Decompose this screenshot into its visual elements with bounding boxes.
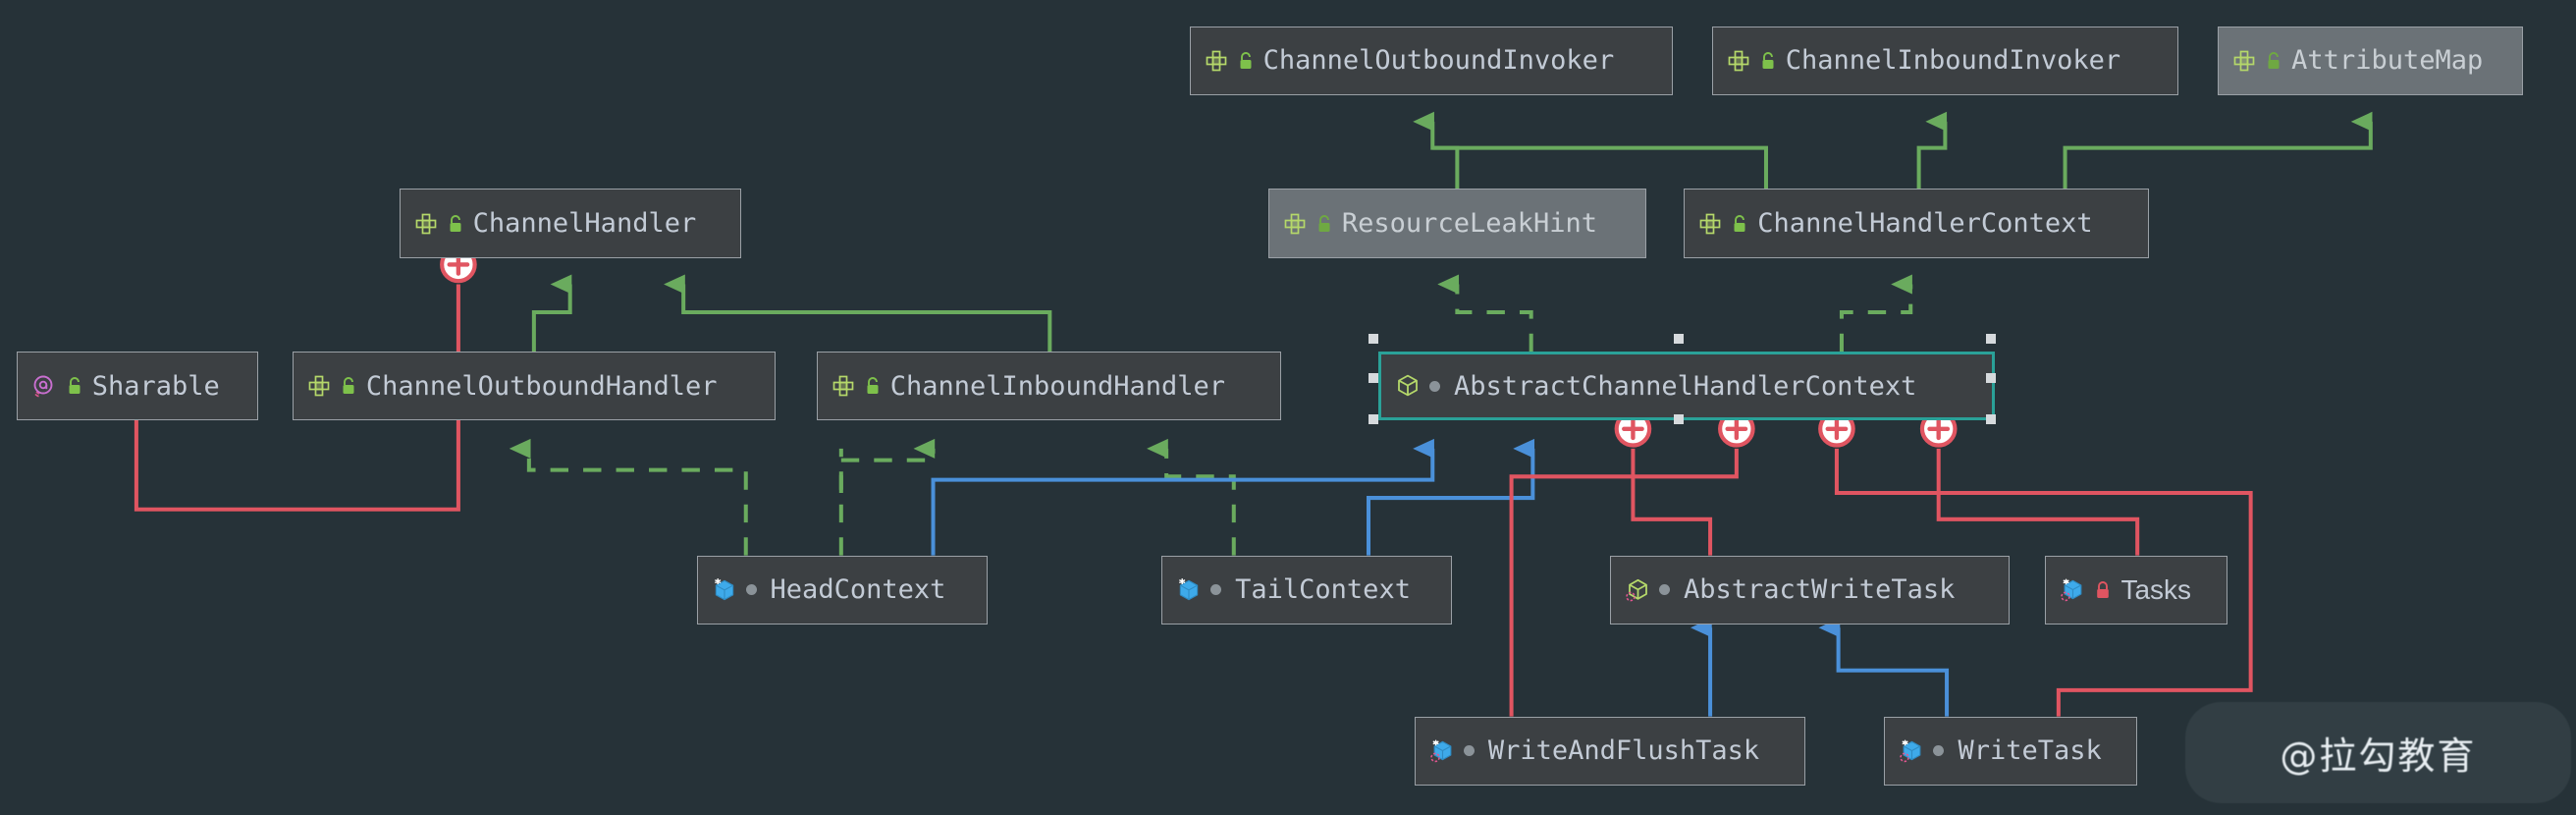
node-channelhandlercontext[interactable]: ChannelHandlerContext [1684, 189, 2149, 258]
interface-icon [414, 212, 438, 236]
edge-resourceleakhint-extends-channeloutboundinvoker [1432, 145, 1460, 190]
edge-channeloutboundhandler-extends-channelhandler [531, 274, 572, 353]
node-label: TailContext [1235, 574, 1411, 606]
node-abstractwritetask[interactable]: AbstractWriteTask [1610, 555, 2010, 625]
selection-handle[interactable] [1674, 333, 1685, 344]
edge-channelhandlercontext-extends-attributemap [2063, 111, 2373, 190]
final-inner-class-icon [2060, 577, 2085, 603]
node-abstractchannelhandlercontext[interactable]: AbstractChannelHandlerContext [1378, 352, 1995, 421]
node-writetask[interactable]: WriteTask [1884, 716, 2138, 786]
interface-icon [2232, 49, 2256, 73]
node-label: AbstractChannelHandlerContext [1454, 370, 1917, 402]
interface-icon [307, 374, 331, 398]
node-headcontext[interactable]: HeadContext [696, 555, 988, 625]
member-dot [745, 584, 757, 596]
edge-writetask-extends-abstractwritetask [1818, 618, 1950, 717]
final-class-icon [712, 577, 737, 603]
annotation-icon [31, 373, 57, 399]
node-label: HeadContext [770, 574, 946, 606]
node-label: WriteAndFlushTask [1487, 735, 1760, 767]
final-class-icon [1176, 577, 1202, 603]
edge-headcontext-extends-abstractchannelhandlercontext [931, 438, 1435, 556]
interface-icon [1727, 49, 1750, 73]
node-label: ChannelHandler [472, 208, 697, 240]
lock-private-icon [2094, 580, 2112, 600]
node-label: ResourceLeakHint [1341, 208, 1597, 240]
node-channelhandler[interactable]: ChannelHandler [399, 189, 741, 258]
member-dot [1210, 584, 1222, 596]
edge-abstractwritetask-innerclass-abstractchannelhandlercontext [1617, 412, 1713, 556]
member-dot [1933, 745, 1945, 757]
final-inner-class-icon [1899, 738, 1924, 764]
lock-public-icon [1315, 214, 1333, 234]
node-channelinboundinvoker[interactable]: ChannelInboundInvoker [1711, 26, 2178, 96]
edge-tasks-innerclass-abstractchannelhandlercontext [1922, 412, 2140, 556]
node-writeandflushtask[interactable]: WriteAndFlushTask [1414, 716, 1806, 786]
edge-channelhandlercontext-extends-channelinboundinvoker [1916, 111, 1948, 190]
edge-headcontext-implements-channelinboundhandler [838, 438, 936, 556]
edge-abstractchannelhandlercontext-implements-channelhandlercontext [1839, 274, 1913, 353]
node-resourceleakhint[interactable]: ResourceLeakHint [1267, 189, 1646, 258]
edge-headcontext-implements-channeloutboundhandler [509, 438, 748, 556]
node-label: AbstractWriteTask [1684, 574, 1956, 606]
edge-channelhandlercontext-extends-channeloutboundinvoker [1413, 111, 1768, 190]
interface-icon [1283, 212, 1307, 236]
node-label: Sharable [91, 370, 220, 402]
selection-handle[interactable] [1368, 333, 1379, 344]
lock-public-icon [340, 376, 357, 396]
node-label: ChannelHandlerContext [1757, 208, 2093, 240]
lock-public-icon [1759, 51, 1777, 71]
node-sharable[interactable]: Sharable [16, 352, 258, 421]
edge-channelinboundhandler-extends-channelhandler [664, 274, 1052, 353]
node-label: ChannelInboundInvoker [1785, 45, 2121, 77]
member-dot [1463, 745, 1475, 757]
lock-public-icon [2265, 51, 2282, 71]
node-label: WriteTask [1958, 735, 2102, 767]
lock-public-icon [1731, 214, 1748, 234]
edge-tailcontext-implements-channelinboundhandler [1147, 438, 1236, 556]
node-channeloutboundhandler[interactable]: ChannelOutboundHandler [292, 352, 776, 421]
selection-handle[interactable] [1368, 413, 1379, 424]
edge-abstractchannelhandlercontext-implements-resourceleakhint [1437, 274, 1533, 353]
edge-tailcontext-extends-abstractchannelhandlercontext [1366, 438, 1535, 556]
watermark: @拉勾教育 [2184, 701, 2571, 804]
node-tasks[interactable]: Tasks [2045, 555, 2228, 625]
node-label: ChannelOutboundInvoker [1262, 45, 1615, 77]
node-label: ChannelOutboundHandler [365, 370, 718, 402]
lock-public-icon [1237, 51, 1255, 71]
node-channeloutboundinvoker[interactable]: ChannelOutboundInvoker [1189, 26, 1673, 96]
member-dot [1659, 584, 1670, 596]
final-inner-class-icon [1429, 738, 1455, 764]
abstract-class-icon [1395, 373, 1421, 399]
interface-icon [1698, 212, 1722, 236]
lock-public-icon [864, 376, 882, 396]
interface-icon [1205, 49, 1228, 73]
lock-public-icon [66, 376, 83, 396]
interface-icon [832, 374, 855, 398]
abstract-inner-class-icon [1625, 577, 1650, 603]
node-label: ChannelInboundHandler [889, 370, 1226, 402]
member-dot [1429, 380, 1441, 392]
node-attributemap[interactable]: AttributeMap [2218, 26, 2524, 96]
lock-public-icon [447, 214, 464, 234]
selection-handle[interactable] [1986, 333, 1997, 344]
node-tailcontext[interactable]: TailContext [1161, 555, 1453, 625]
selection-handle[interactable] [1368, 372, 1379, 383]
node-channelinboundhandler[interactable]: ChannelInboundHandler [816, 352, 1282, 421]
node-label: AttributeMap [2291, 45, 2484, 77]
node-label: Tasks [2120, 573, 2192, 605]
